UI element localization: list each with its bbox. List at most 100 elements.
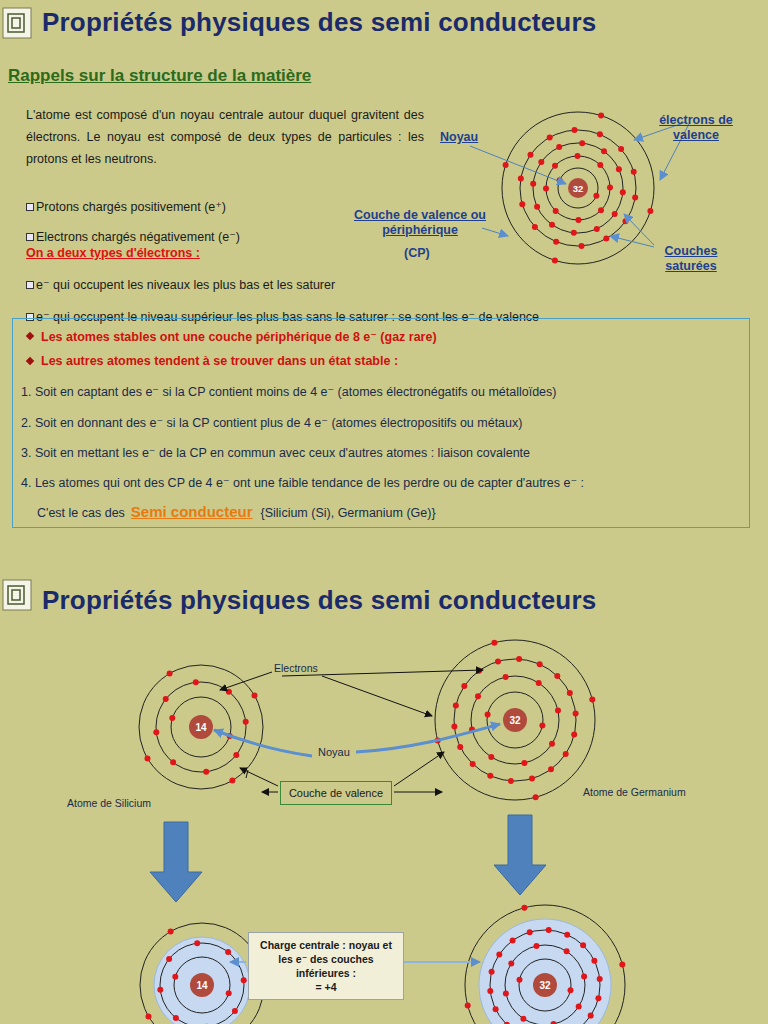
electron-dot xyxy=(581,974,587,980)
rule-text: Semi conducteur xyxy=(131,503,253,520)
electron-dot xyxy=(529,776,535,782)
bullet-text: e⁻ qui occupent les niveaux les plus bas… xyxy=(36,277,335,292)
nucleus-number: 32 xyxy=(509,715,520,726)
electron-dot xyxy=(539,723,545,729)
electron-shell xyxy=(435,640,595,800)
electron-dot xyxy=(229,778,235,784)
electron-dot xyxy=(470,761,476,767)
electron-dot xyxy=(504,1022,510,1024)
electron-dot xyxy=(579,140,585,146)
electron-dot xyxy=(538,159,544,165)
electron-dot xyxy=(530,181,536,187)
part-label: Couche de valence ou périphérique xyxy=(350,208,490,238)
rule-text: Les atomes stables ont une couche périph… xyxy=(41,330,437,344)
electron-dot xyxy=(564,932,570,938)
electron-dot xyxy=(203,769,209,775)
electron-dot xyxy=(631,169,637,175)
text-line: Les atomes stables ont une couche périph… xyxy=(41,329,437,344)
electron-dot xyxy=(579,243,585,249)
electron-dot xyxy=(567,690,573,696)
electron-dot xyxy=(168,929,174,935)
rule-box: Les atomes stables ont une couche périph… xyxy=(12,318,750,528)
electron-dot xyxy=(616,166,622,172)
electron-dot xyxy=(521,760,527,766)
electron-dot xyxy=(553,208,559,214)
list-heading: On a deux types d'électrons : xyxy=(26,246,200,260)
electron-dot xyxy=(575,153,581,159)
electron-dot xyxy=(603,236,609,242)
text-line: 3. Soit en mettant les e⁻ de la CP en co… xyxy=(21,445,530,460)
electron-dot xyxy=(521,905,527,911)
nucleus-number: 32 xyxy=(573,183,584,194)
electron-shell xyxy=(533,143,623,233)
electron-dot xyxy=(620,189,626,195)
electron-dot xyxy=(594,226,600,232)
electron-shell xyxy=(454,659,576,781)
electron-dot xyxy=(488,754,494,760)
electron-dot xyxy=(519,201,525,207)
electron-dot xyxy=(465,1003,471,1009)
electron-dot xyxy=(520,1016,526,1022)
electron-shell xyxy=(502,112,654,264)
rule-text: C'est le cas des xyxy=(37,506,125,520)
electron-dot xyxy=(618,146,624,152)
atom-shells xyxy=(139,112,654,1024)
slide-title: Propriétés physiques des semi conducteur… xyxy=(42,585,596,616)
paragraph: L'atome est composé d'un noyau centrale … xyxy=(26,104,424,170)
part-label: électrons de valence xyxy=(656,113,736,143)
rule-text: 4. Les atomes qui ont des CP de 4 e⁻ ont… xyxy=(21,476,584,490)
rule-text: 2. Soit en donnant des e⁻ si la CP conti… xyxy=(21,416,522,430)
electron-dot xyxy=(518,176,524,182)
electron-shell xyxy=(471,676,559,764)
electron-dot xyxy=(493,1006,499,1012)
electron-dot xyxy=(595,995,601,1001)
electron-dot xyxy=(243,719,249,725)
part-label: Noyau xyxy=(440,130,478,144)
noyau-arrows xyxy=(214,724,500,756)
electron-dot xyxy=(563,751,569,757)
electron-shell xyxy=(465,905,625,1024)
electron-dot xyxy=(556,144,562,150)
electron-dot xyxy=(508,960,514,966)
electron-dot xyxy=(517,977,523,983)
electron-dot xyxy=(226,689,232,695)
electron-dot xyxy=(607,185,613,191)
electron-dot xyxy=(491,640,497,646)
electron-shell xyxy=(140,923,264,1024)
rule-text: Les autres atomes tendent à se trouver d… xyxy=(41,354,398,368)
rule-text: {Silicium (Si), Germanium (Ge)} xyxy=(261,506,436,520)
electron-dot xyxy=(232,1008,238,1014)
electron-dot xyxy=(241,977,247,983)
electron-dot xyxy=(549,222,555,228)
electron-shell xyxy=(520,130,636,246)
electron-dot xyxy=(589,696,595,702)
electron-shell xyxy=(156,682,246,772)
electron-dot xyxy=(647,208,653,214)
core-disc xyxy=(154,937,250,1024)
bullet-text: e⁻ qui occupent le niveau supérieur les … xyxy=(36,309,539,324)
electron-shell xyxy=(160,943,244,1024)
electron-dot xyxy=(157,987,163,993)
section-heading: Rappels sur la structure de la matière xyxy=(8,66,311,86)
part-label: (CP) xyxy=(404,246,430,260)
electron-dot xyxy=(145,755,151,761)
rule-text: 3. Soit en mettant les e⁻ de la CP en co… xyxy=(21,446,530,460)
electron-dot xyxy=(503,991,509,997)
electron-shell xyxy=(487,692,543,748)
logo xyxy=(3,580,31,610)
box-text: Charge centrale : noyau et les e⁻ des co… xyxy=(255,938,397,980)
electron-dot xyxy=(516,656,522,662)
electron-dot xyxy=(571,230,577,236)
electron-dot xyxy=(146,1013,152,1019)
electron-shell xyxy=(490,930,600,1024)
electron-dot xyxy=(564,948,570,954)
electron-dot xyxy=(528,152,534,158)
callout-box: Couche de valence xyxy=(280,781,392,805)
electron-dot xyxy=(623,218,629,224)
electron-dot xyxy=(475,693,481,699)
electron-dot xyxy=(194,940,200,946)
down-arrow xyxy=(150,815,546,902)
text-line: 1. Soit en captant des e⁻ si la CP conti… xyxy=(21,384,556,399)
electron-dot xyxy=(576,217,582,223)
electron-dot xyxy=(554,673,560,679)
